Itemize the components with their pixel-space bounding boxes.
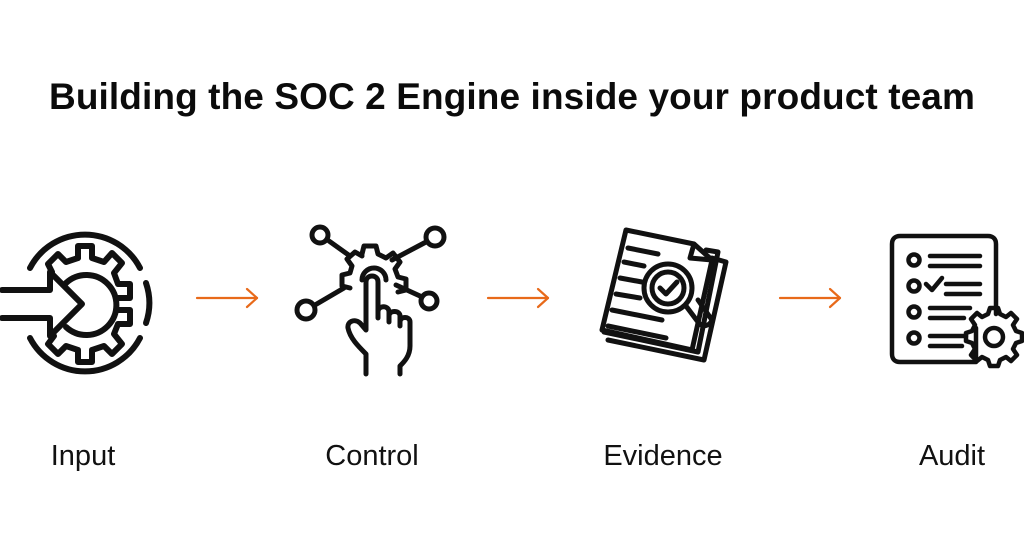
step-label-audit: Audit: [918, 440, 986, 472]
checklist-gear-icon: [888, 232, 1024, 369]
flow-arrow-1: [195, 286, 261, 315]
hand-tap-gear-network-icon: [292, 222, 457, 382]
flow-arrow-3: [778, 286, 844, 315]
step-label-evidence: Evidence: [603, 440, 723, 472]
page-title: Building the SOC 2 Engine inside your pr…: [49, 76, 975, 117]
flow-arrow-2: [486, 286, 552, 315]
step-label-input: Input: [50, 440, 116, 472]
step-label-control: Control: [325, 440, 419, 472]
documents-magnifier-check-icon: [594, 222, 734, 367]
gear-input-arrow-icon: [0, 228, 170, 378]
